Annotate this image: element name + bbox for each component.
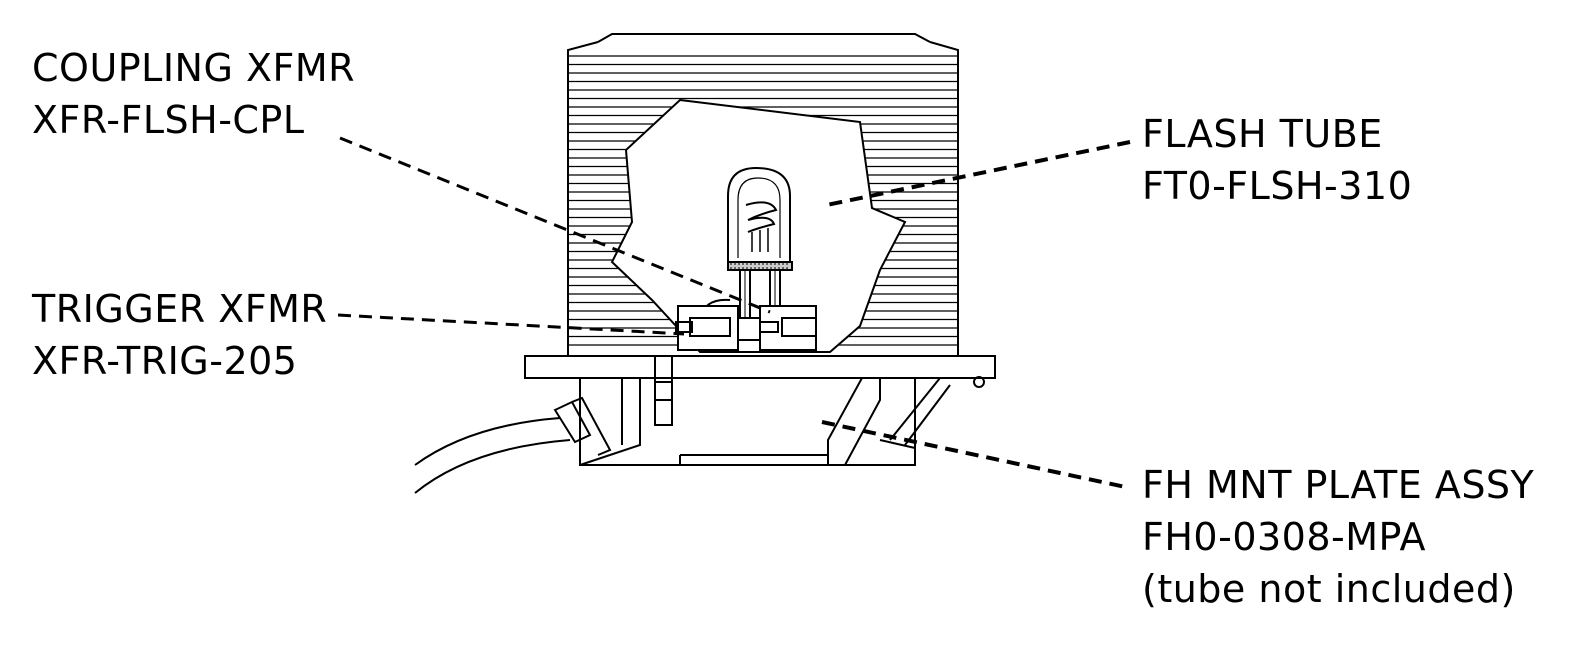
coupling-xfmr-label: COUPLING XFMR bbox=[32, 46, 356, 90]
mounting-plate-assembly bbox=[524, 355, 996, 466]
flash-tube-assembly bbox=[727, 166, 793, 318]
mount-plate-label: FH MNT PLATE ASSY bbox=[1142, 463, 1535, 507]
leader-line-mount-plate bbox=[821, 420, 1131, 490]
coupling-xfmr-part-number: XFR-FLSH-CPL bbox=[32, 98, 305, 142]
leader-line-coupling-xfmr bbox=[339, 136, 771, 314]
leader-line-trigger-xfmr bbox=[337, 313, 685, 336]
leader-line-flash-tube bbox=[821, 140, 1131, 208]
callout-trigger-xfmr: TRIGGER XFMR XFR-TRIG-205 bbox=[32, 283, 327, 387]
flash-tube-part-number: FT0-FLSH-310 bbox=[1142, 164, 1413, 208]
trigger-xfmr-label: TRIGGER XFMR bbox=[32, 287, 328, 331]
callout-coupling-xfmr: COUPLING XFMR XFR-FLSH-CPL bbox=[32, 42, 355, 146]
power-cable bbox=[414, 396, 612, 494]
mount-plate-part-number: FH0-0308-MPA bbox=[1142, 515, 1427, 559]
trigger-xfmr-part-number: XFR-TRIG-205 bbox=[32, 339, 298, 383]
leader-lines bbox=[337, 136, 1131, 490]
flash-tube-label: FLASH TUBE bbox=[1142, 112, 1383, 156]
mount-plate-note: (tube not included) bbox=[1142, 567, 1516, 611]
callout-mount-plate: FH MNT PLATE ASSY FH0-0308-MPA (tube not… bbox=[1142, 459, 1534, 615]
callout-flash-tube: FLASH TUBE FT0-FLSH-310 bbox=[1142, 108, 1412, 212]
transformer-block bbox=[675, 298, 817, 351]
